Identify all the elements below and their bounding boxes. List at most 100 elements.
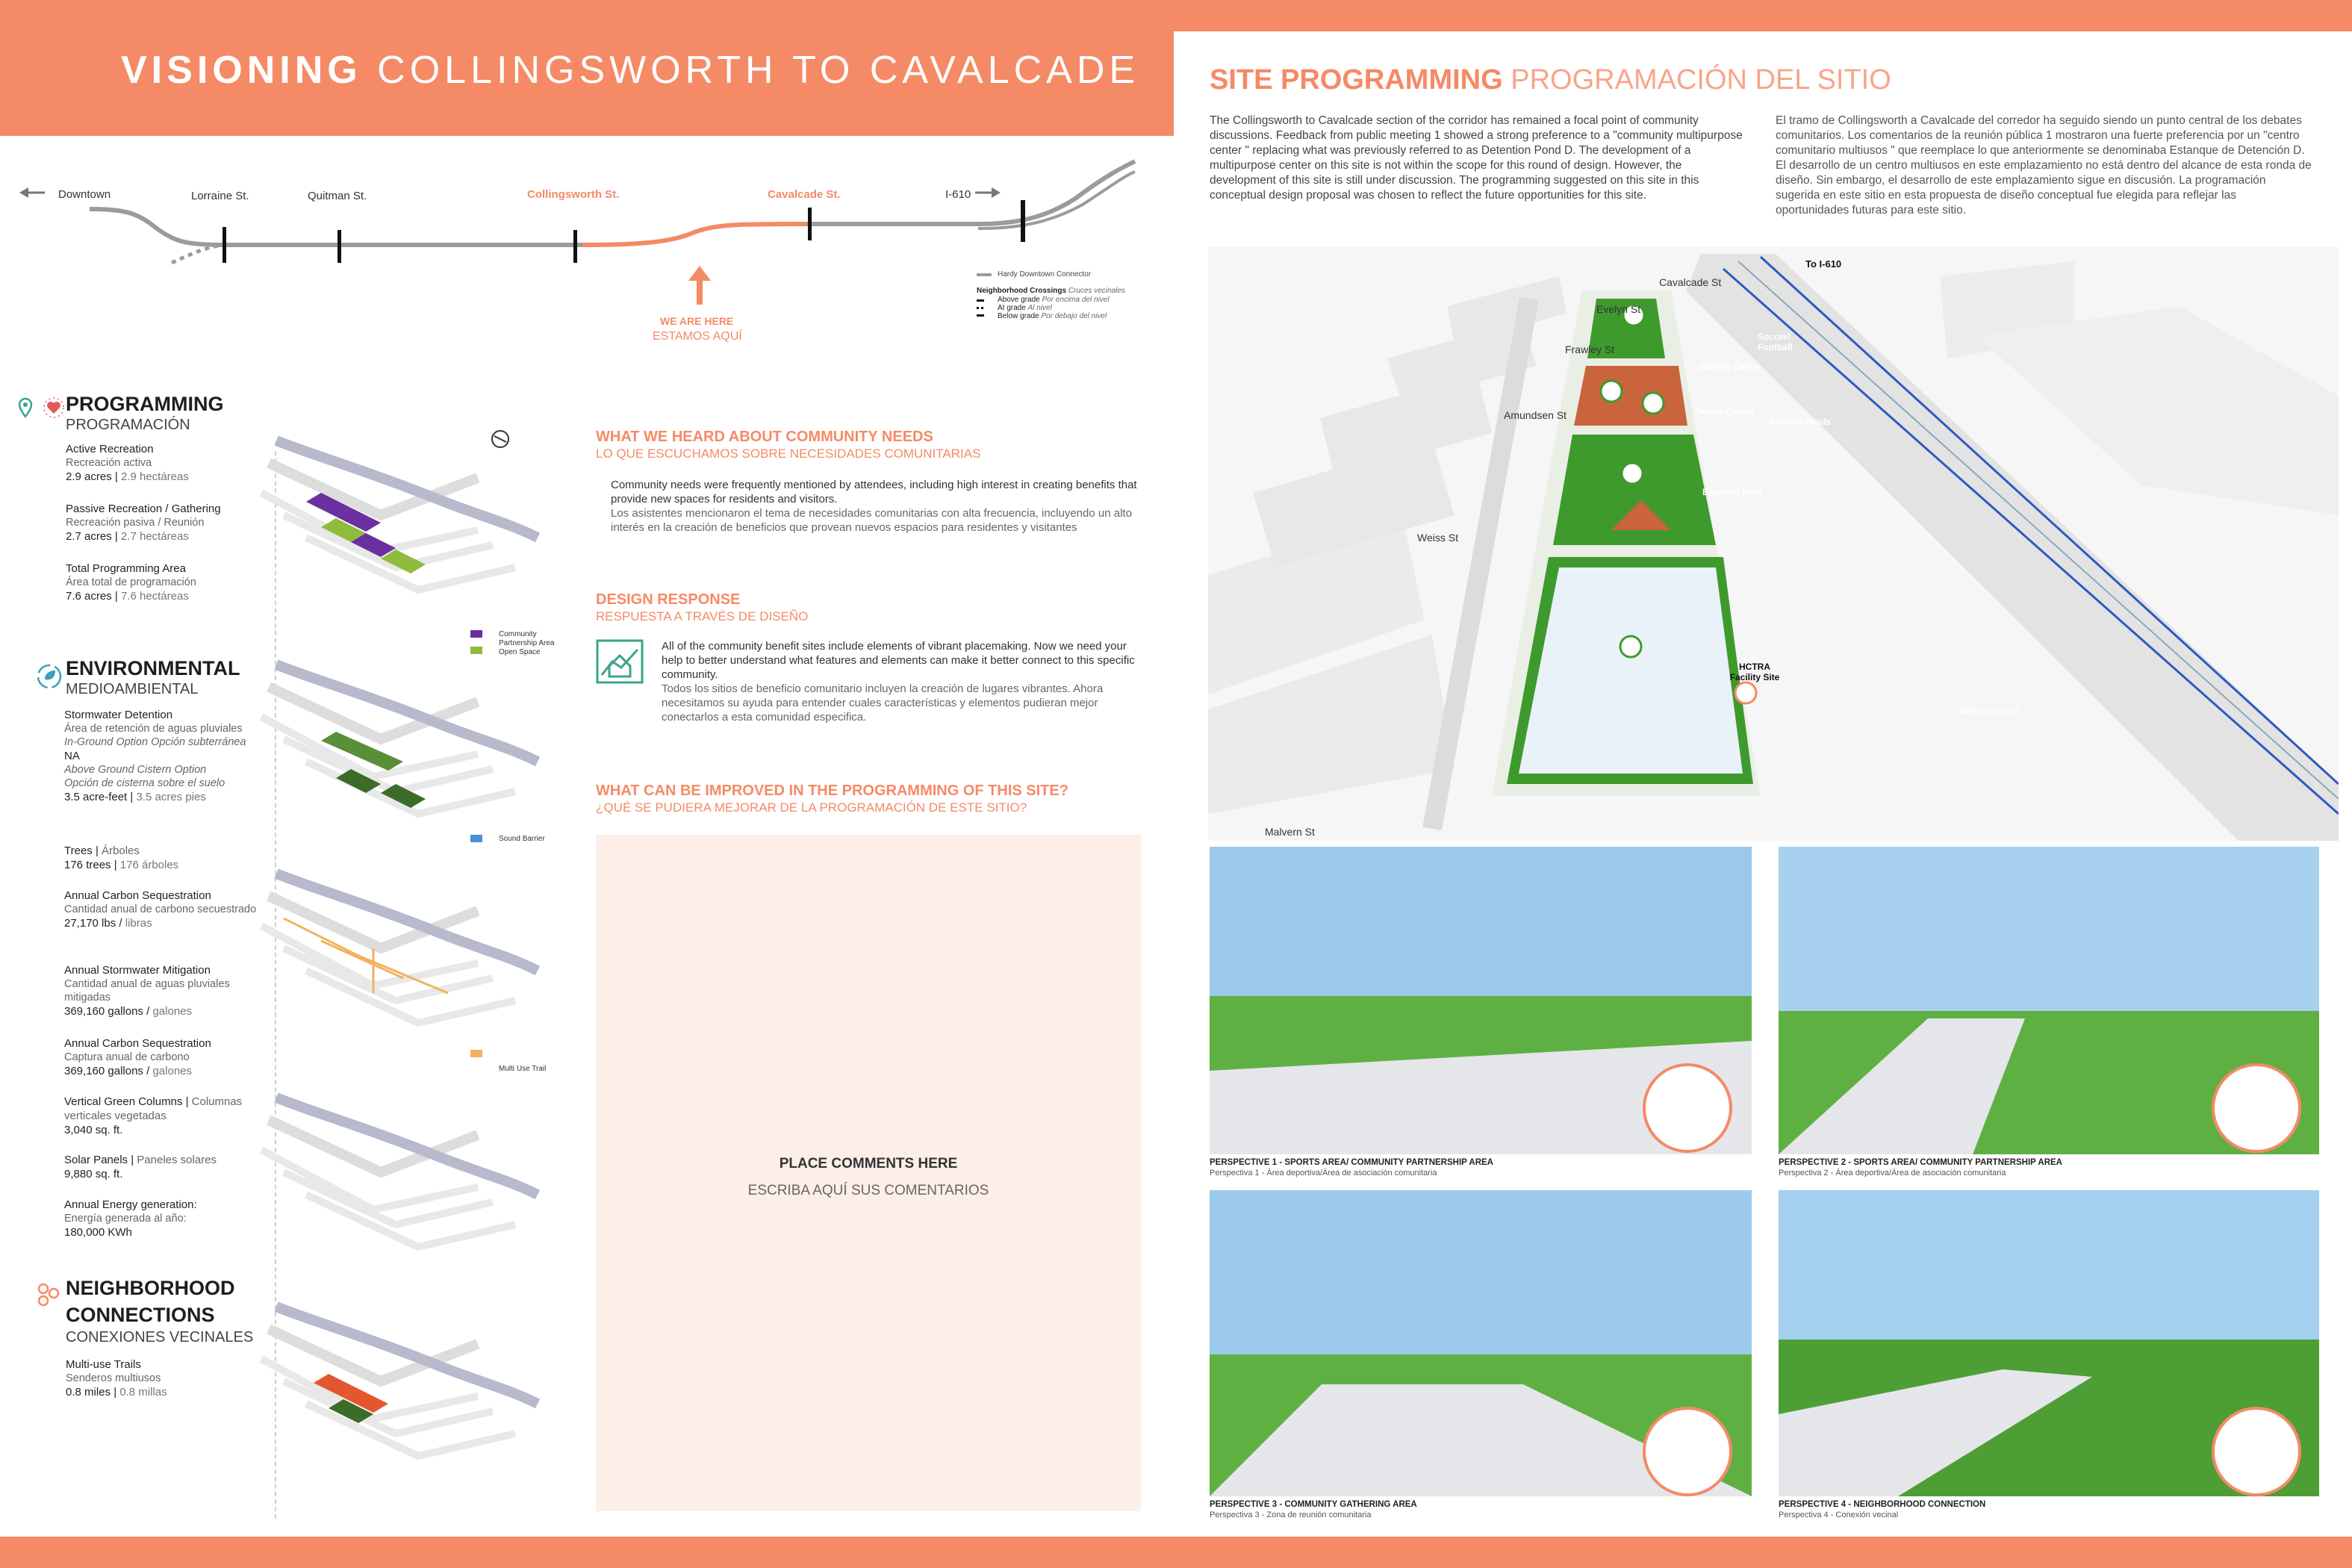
metric-mitigation-val: 369,160 gallons <box>64 1005 143 1018</box>
leaf-recycle-icon <box>34 662 64 691</box>
environmental-title: ENVIRONMENTAL <box>66 657 240 679</box>
metric-stormwater-title: Stormwater Detention <box>64 709 173 721</box>
north-arrow-icon <box>491 430 509 448</box>
perspective-3-image <box>1210 1190 1752 1496</box>
label-quitman: Quitman St. <box>308 190 367 202</box>
street-weiss: Weiss St <box>1417 532 1458 544</box>
place-comments-es: ESCRIBA AQUÍ SUS COMENTARIOS <box>747 1183 989 1198</box>
programming-subtitle: PROGRAMACIÓN <box>66 417 190 433</box>
street-amundsen: Amundsen St <box>1504 409 1567 421</box>
label-cavalcade: Cavalcade St. <box>768 188 841 201</box>
legend-at-es: Al nivel <box>1027 304 1052 312</box>
metric-carbon2-val-es: galones <box>152 1065 192 1077</box>
left-title-bold: VISIONING <box>121 49 362 92</box>
metric-active: Active Recreation Recreación activa 2.9 … <box>66 442 267 484</box>
perspective-1-caption-es: Perspectiva 1 - Área deportiva/Área de a… <box>1210 1169 1437 1177</box>
design-en: All of the community benefit sites inclu… <box>662 640 1135 681</box>
home-chart-icon <box>596 639 650 687</box>
legend-crossings: Neighborhood Crossings Cruces vecinales <box>977 287 1125 295</box>
needs-es: Los asistentes mencionaron el tema de ne… <box>611 507 1132 534</box>
right-title-bold: SITE PROGRAMMING <box>1210 64 1503 96</box>
perspective-4-caption: PERSPECTIVE 4 - NEIGHBORHOOD CONNECTION <box>1779 1500 1986 1509</box>
environmental-subtitle: MEDIOAMBIENTAL <box>66 681 199 697</box>
metric-passive-val: 2.7 acres <box>66 530 112 543</box>
label-batting: Batting Cages <box>1699 361 1760 372</box>
metric-passive-val-es: 2.7 hectáreas <box>120 530 189 543</box>
legend-at-en: At grade <box>998 304 1026 312</box>
metric-trails-val: 0.8 miles <box>66 1386 111 1399</box>
neighborhood-subtitle: CONEXIONES VECINALES <box>66 1329 254 1345</box>
label-downtown: Downtown <box>58 188 111 201</box>
neighborhood-title-2: CONNECTIONS <box>66 1304 215 1326</box>
label-softball: Softball Fields <box>1770 417 1832 427</box>
metric-passive-sub: Recreación pasiva / Reunión <box>66 517 205 529</box>
place-comments: PLACE COMMENTS HERE <box>779 1156 958 1172</box>
metric-trails: Multi-use Trails Senderos multiusos 0.8 … <box>66 1357 261 1399</box>
metric-energy-val: 180,000 KWh <box>64 1226 132 1239</box>
metric-carbon2: Annual Carbon Sequestration Captura anua… <box>64 1036 260 1078</box>
cistern-val: 3.5 acre-feet <box>64 791 128 803</box>
legend-sound: Sound Barrier <box>499 835 545 843</box>
label-soccer: Soccer/ Football <box>1758 332 1793 352</box>
metric-carbon2-val: 369,160 gallons <box>64 1065 143 1077</box>
metric-trails-val-es: 0.8 millas <box>119 1386 167 1399</box>
legend-below-en: Below grade <box>998 312 1039 320</box>
right-header-strip <box>1174 0 2352 31</box>
site-plan <box>1208 246 2339 841</box>
left-title: VISIONING COLLINGSWORTH TO CAVALCADE <box>121 48 1139 93</box>
needs-heading: WHAT WE HEARD ABOUT COMMUNITY NEEDS <box>596 429 933 445</box>
design-es: Todos los sitios de beneficio comunitari… <box>662 682 1104 724</box>
comments-area[interactable]: PLACE COMMENTS HERE ESCRIBA AQUÍ SUS COM… <box>596 835 1141 1511</box>
metric-solar-val: 9,880 sq. ft. <box>64 1168 123 1180</box>
legend-below: Below grade Por debajo del nivel <box>998 312 1107 320</box>
metric-passive-title: Passive Recreation / Gathering <box>66 503 221 515</box>
metric-solar: Solar Panels | Paneles solares 9,880 sq.… <box>64 1153 260 1181</box>
legend-openspace: Open Space <box>499 648 541 656</box>
metric-vgc-es: Columnas verticales vegetadas <box>64 1095 243 1122</box>
metric-energy-title: Annual Energy generation: <box>64 1198 197 1211</box>
metric-solar-es: Paneles solares <box>137 1154 217 1166</box>
arrow-left-icon <box>19 187 45 198</box>
legend-crossings-en: Neighborhood Crossings <box>977 287 1066 295</box>
metric-vgc: Vertical Green Columns | Columnas vertic… <box>64 1095 266 1137</box>
label-lorraine: Lorraine St. <box>191 190 249 202</box>
metric-active-val: 2.9 acres <box>66 470 112 483</box>
label-i610: I-610 <box>945 188 971 201</box>
metric-carbon-val-es: libras <box>125 917 152 930</box>
metric-trees-es: Árboles <box>102 844 140 857</box>
metric-carbon-val: 27,170 lbs <box>64 917 116 930</box>
label-to-i610: To I-610 <box>1805 258 1842 270</box>
design-heading: DESIGN RESPONSE <box>596 591 741 608</box>
metric-stormwater-sub: Área de retención de aguas pluviales <box>64 723 243 735</box>
metric-total-val: 7.6 acres <box>66 590 112 603</box>
heart-icon <box>43 397 64 418</box>
perspective-2-caption: PERSPECTIVE 2 - SPORTS AREA/ COMMUNITY P… <box>1779 1158 2062 1167</box>
metric-energy-sub: Energía generada al año: <box>64 1213 187 1225</box>
metric-mitigation: Annual Stormwater Mitigation Cantidad an… <box>64 963 260 1018</box>
intro-en: The Collingsworth to Cavalcade section o… <box>1210 114 1743 202</box>
metric-active-sub: Recreación activa <box>66 457 152 469</box>
metric-vgc-title: Vertical Green Columns <box>64 1095 183 1108</box>
perspective-2-image <box>1779 847 2319 1154</box>
metric-active-title: Active Recreation <box>66 443 154 455</box>
network-icon <box>36 1281 63 1308</box>
metric-trails-sub: Senderos multiusos <box>66 1372 161 1384</box>
aboveground-option-es: Opción de cisterna sobre el suelo <box>64 777 225 789</box>
arrow-right-icon <box>975 187 1001 198</box>
metric-carbon: Annual Carbon Sequestration Cantidad anu… <box>64 889 260 930</box>
label-tennis: Tennis Courts <box>1695 406 1755 417</box>
perspective-3-caption: PERSPECTIVE 3 - COMMUNITY GATHERING AREA <box>1210 1500 1417 1509</box>
legend-at: At grade Al nivel <box>998 304 1052 312</box>
metric-vgc-val: 3,040 sq. ft. <box>64 1124 123 1136</box>
we-are-here: WE ARE HERE <box>660 315 734 327</box>
metric-solar-title: Solar Panels <box>64 1154 128 1166</box>
legend-trail: Multi Use Trail <box>499 1065 547 1073</box>
metric-trees-title: Trees <box>64 844 93 857</box>
programming-icons <box>16 394 67 424</box>
street-cavalcade: Cavalcade St <box>1659 276 1722 288</box>
intro-es: El tramo de Collingsworth a Cavalcade de… <box>1776 114 2312 217</box>
right-title: SITE PROGRAMMING PROGRAMACIÓN DEL SITIO <box>1210 64 1891 96</box>
metric-mitigation-title: Annual Stormwater Mitigation <box>64 964 211 977</box>
street-evelyn: Evelyn St <box>1596 303 1641 315</box>
